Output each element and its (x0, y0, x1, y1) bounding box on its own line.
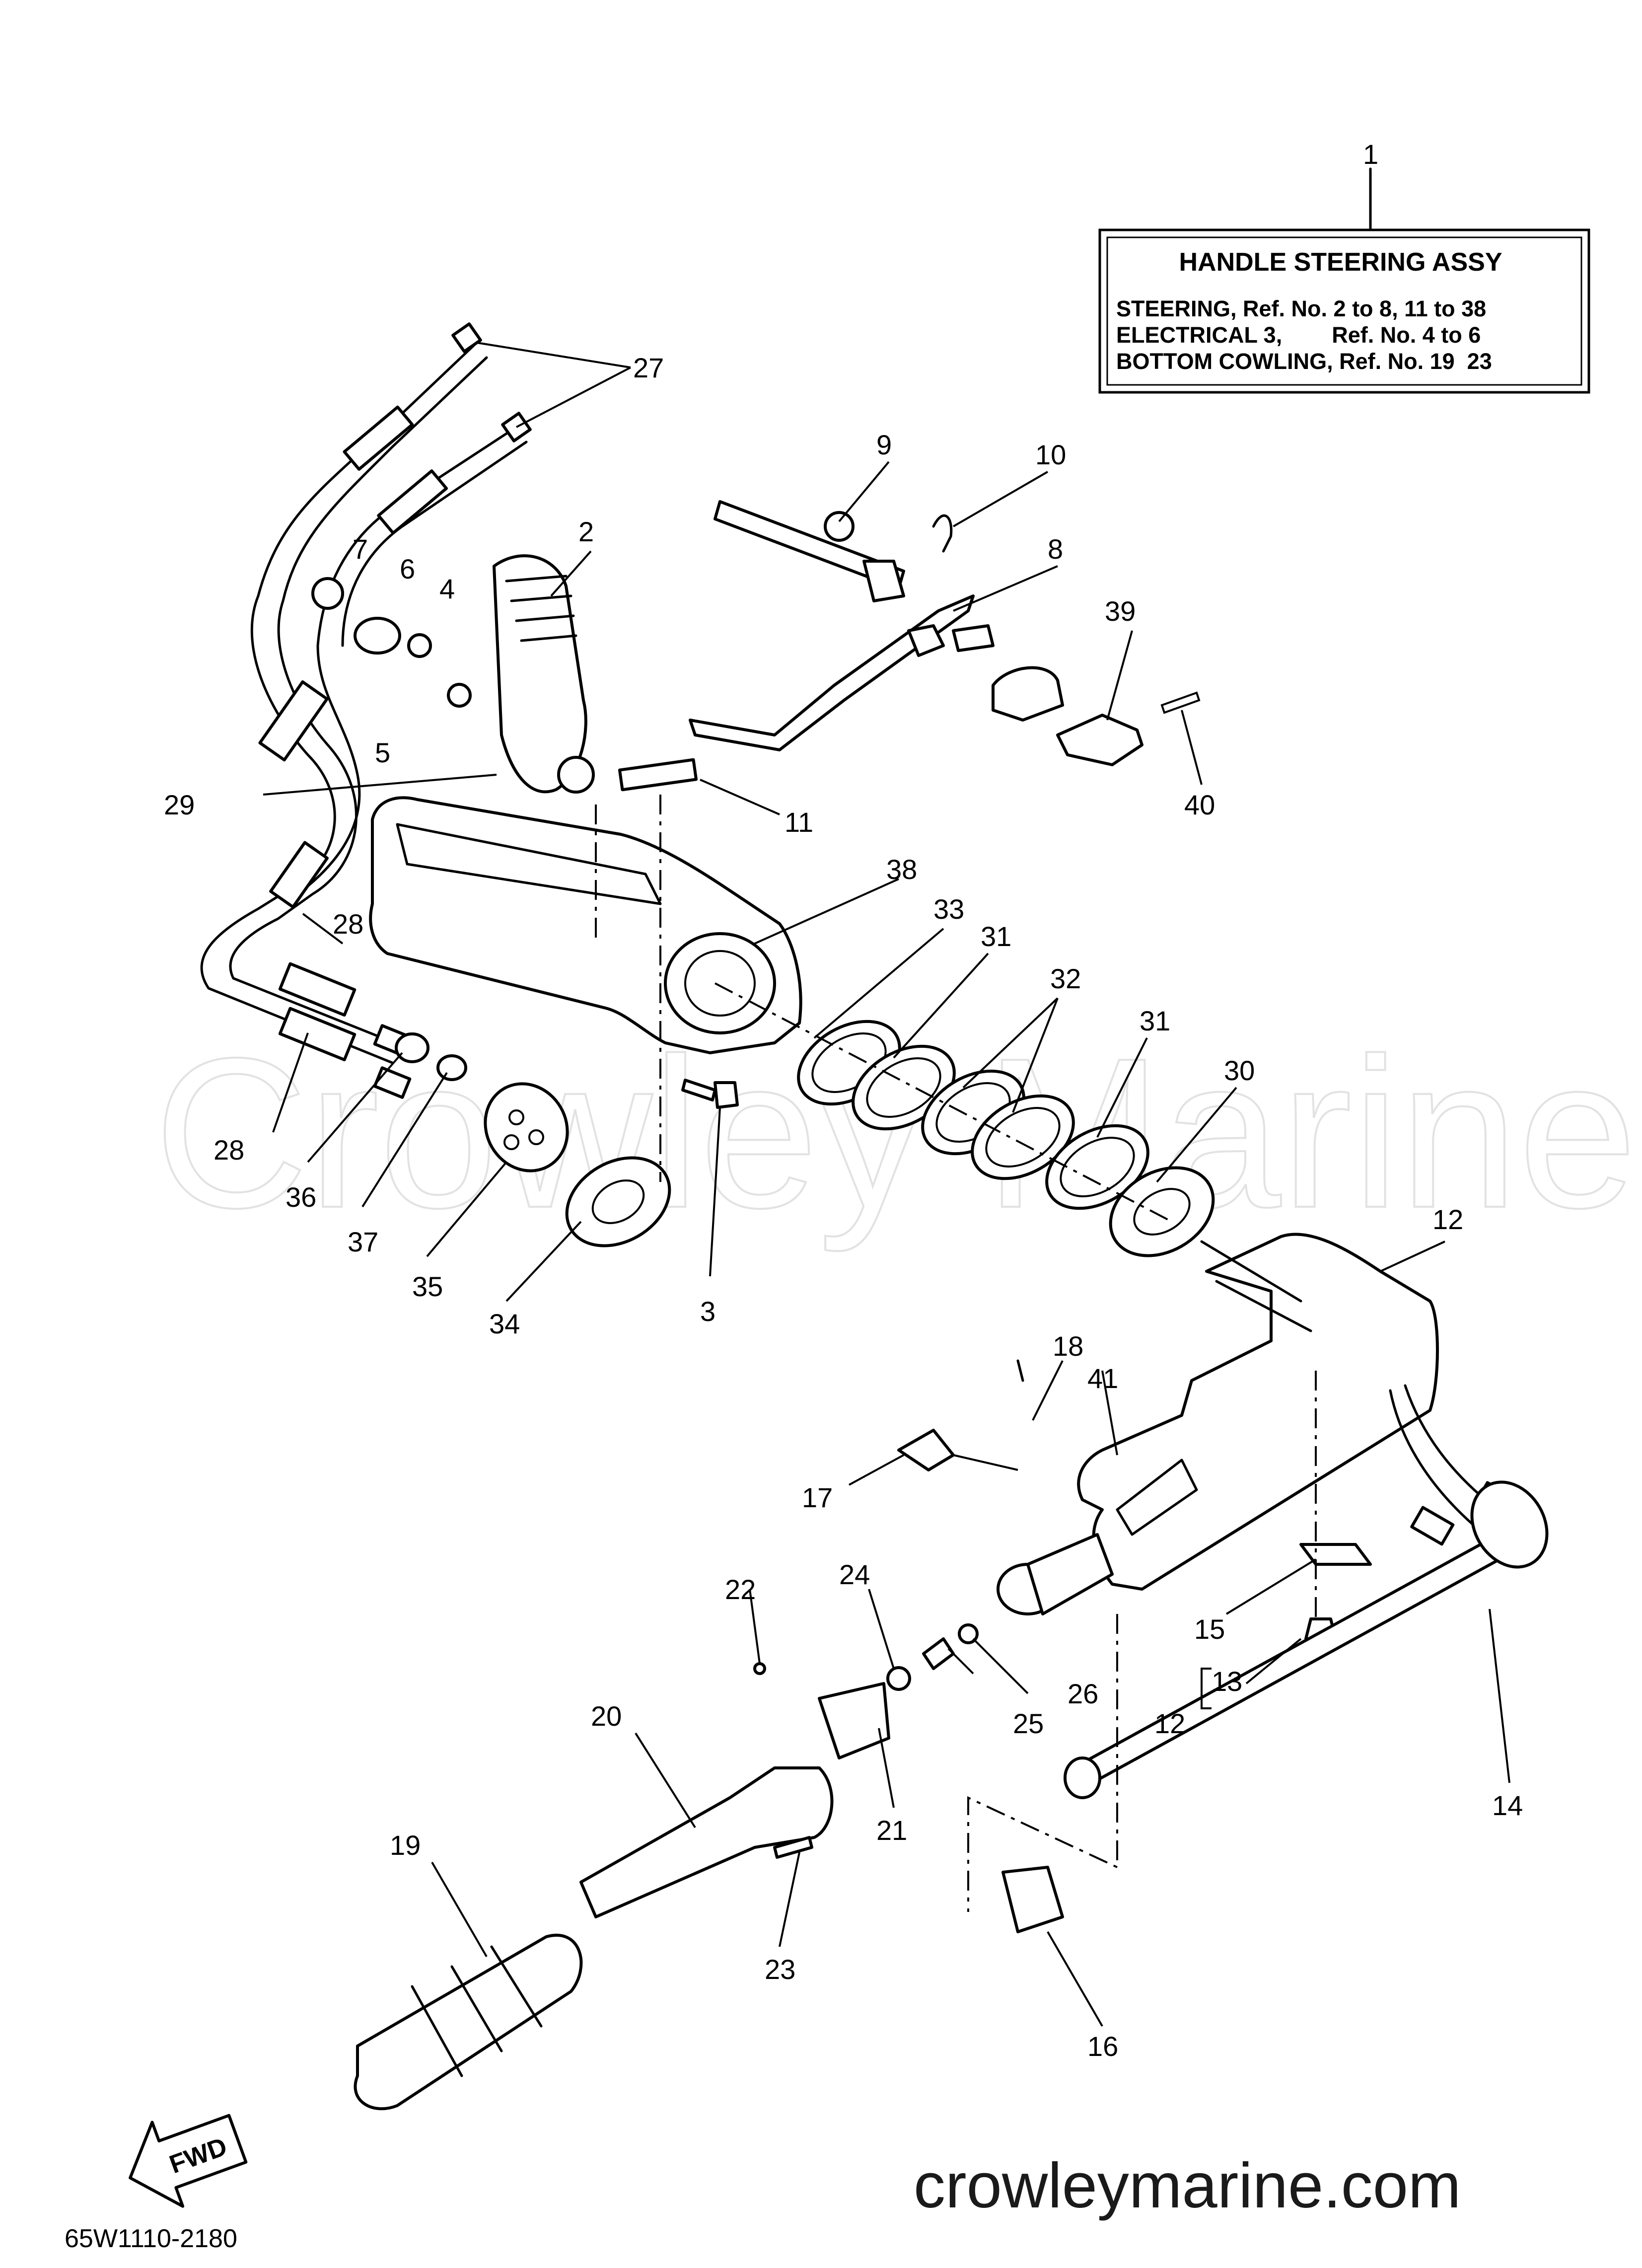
tiller-grip-assembly (354, 1623, 979, 2111)
callout-2: 2 (578, 516, 594, 547)
callout-1: 1 (1363, 139, 1378, 170)
callout-12b: 12 (1154, 1708, 1185, 1739)
callout-5: 5 (375, 737, 390, 768)
small-hardware-4-7 (311, 577, 472, 708)
assembly-line-1: STEERING, Ref. No. 2 to 8, 11 to 38 (1116, 296, 1486, 321)
throttle-cables (200, 322, 532, 1099)
diagram-code: 65W1110-2180 (65, 2224, 237, 2253)
callout-12a: 12 (1432, 1204, 1463, 1235)
callout-31b: 31 (1140, 1005, 1170, 1036)
assembly-title-box: HANDLE STEERING ASSY STEERING, Ref. No. … (1098, 167, 1590, 394)
callout-numbers: 1 27 9 10 2 8 7 6 4 39 5 29 40 11 38 33 … (164, 139, 1523, 2062)
callout-34: 34 (489, 1308, 520, 1339)
assembly-lines (595, 795, 1317, 1912)
callout-39: 39 (1105, 595, 1136, 627)
callout-21: 21 (876, 1815, 907, 1846)
assembly-title: HANDLE STEERING ASSY (1179, 248, 1502, 277)
callout-7: 7 (353, 533, 368, 565)
callout-14: 14 (1492, 1790, 1523, 1821)
bolt-3 (681, 1079, 739, 1109)
callout-18: 18 (1053, 1330, 1083, 1362)
shift-lever-parts (1056, 691, 1201, 766)
callout-13: 13 (1212, 1666, 1242, 1697)
callout-10: 10 (1035, 439, 1066, 470)
callout-16: 16 (1087, 2031, 1118, 2062)
callout-15: 15 (1194, 1613, 1225, 1645)
callout-32: 32 (1050, 963, 1081, 994)
callout-35: 35 (412, 1271, 443, 1302)
site-url: crowleymarine.com (914, 2150, 1461, 2221)
callout-29: 29 (164, 789, 195, 820)
callout-8: 8 (1048, 533, 1063, 565)
shift-clip (1001, 1866, 1064, 1933)
callout-9: 9 (876, 429, 892, 460)
callout-36: 36 (286, 1181, 316, 1213)
callout-27: 27 (633, 352, 664, 383)
callout-6: 6 (400, 553, 415, 585)
steering-bracket (997, 1233, 1519, 1615)
leader-lines (263, 342, 1510, 2027)
washer-stack (395, 1020, 1215, 1257)
callout-22: 22 (725, 1574, 756, 1605)
callout-41: 41 (1087, 1363, 1118, 1394)
callout-37: 37 (348, 1226, 378, 1257)
callout-17: 17 (802, 1482, 833, 1513)
callout-40: 40 (1184, 789, 1215, 820)
callout-23: 23 (765, 1954, 795, 1985)
callout-bracket (1201, 1668, 1212, 1709)
assembly-line-3: BOTTOM COWLING, Ref. No. 19 23 (1116, 349, 1492, 374)
callout-38: 38 (886, 854, 917, 885)
callout-25: 25 (1013, 1708, 1044, 1739)
label-sticker (618, 758, 698, 792)
callout-30: 30 (1224, 1055, 1255, 1086)
callout-31a: 31 (981, 921, 1011, 952)
callout-4: 4 (439, 573, 455, 604)
fwd-arrow: FWD (129, 2114, 248, 2208)
callout-28b: 28 (214, 1134, 244, 1166)
throttle-shaft-assembly (689, 500, 1064, 751)
callout-20: 20 (591, 1700, 622, 1732)
steering-handle-bracket (369, 796, 802, 1054)
callout-3: 3 (700, 1296, 715, 1327)
callout-11: 11 (785, 806, 813, 838)
callout-19: 19 (390, 1829, 421, 1861)
throttle-grip (493, 554, 595, 794)
assembly-line-2: ELECTRICAL 3, Ref. No. 4 to 6 (1116, 322, 1481, 348)
callout-24: 24 (839, 1559, 870, 1590)
callout-28a: 28 (333, 908, 363, 940)
friction-knob (897, 1359, 1024, 1471)
shift-rod (1064, 1480, 1549, 1799)
callout-26: 26 (1068, 1678, 1098, 1709)
callout-33: 33 (933, 893, 964, 925)
